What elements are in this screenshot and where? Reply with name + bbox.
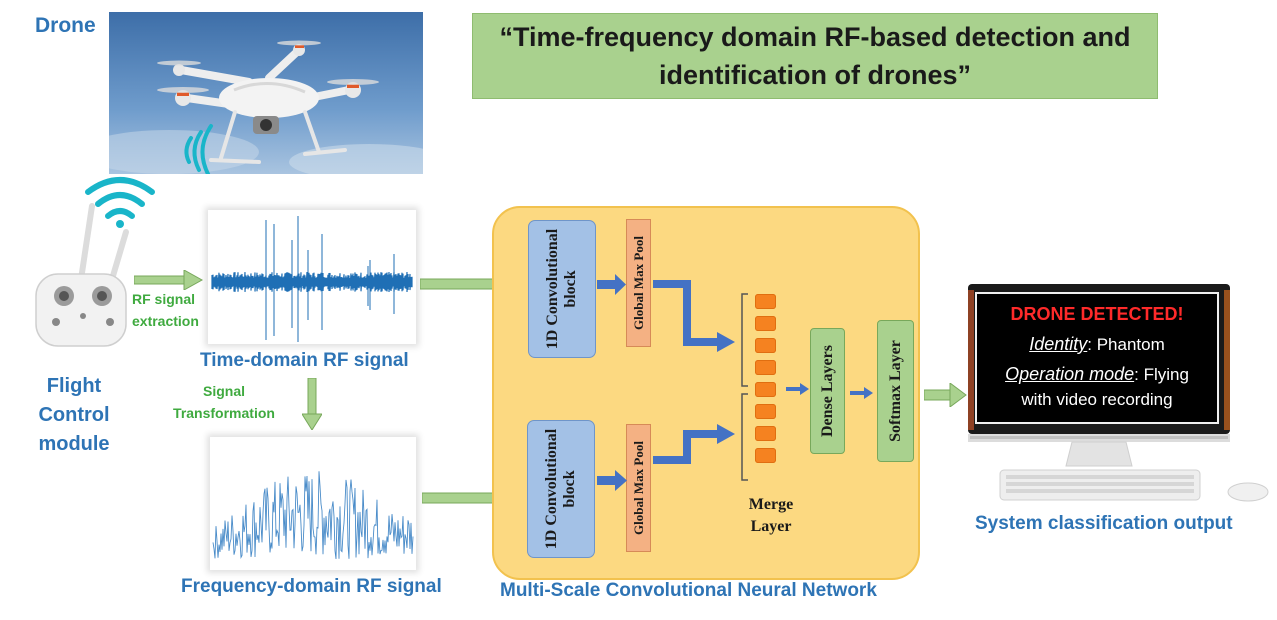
merge-layer-label: Merge Layer	[748, 496, 794, 535]
signal-transformation-arrow	[302, 378, 322, 430]
flight-control-label: Flight Control module	[38, 375, 110, 455]
wifi-icon	[85, 177, 155, 219]
identity-value: : Phantom	[1087, 335, 1165, 354]
operation-mode-value-2: with video recording	[1021, 390, 1173, 409]
conv-block-bottom-label: 1D Convolutional block	[543, 428, 578, 550]
operation-mode-line: Operation mode: Flying	[977, 364, 1217, 385]
nn-flow-arrows	[597, 274, 735, 464]
merge-unit	[755, 338, 776, 353]
dense-to-softmax-arrow	[850, 387, 873, 399]
operation-mode-label: Operation mode	[1005, 364, 1135, 384]
merge-units	[755, 294, 776, 463]
merge-unit	[755, 448, 776, 463]
frequency-domain-frame	[210, 437, 416, 570]
global-max-pool-top: Global Max Pool	[626, 219, 651, 347]
drone-label: Drone	[35, 14, 96, 37]
softmax-layer-block: Softmax Layer	[877, 320, 914, 462]
rf-extraction-arrow	[134, 270, 204, 290]
signal-transformation-label: Signal Transformation	[173, 383, 275, 421]
merge-to-dense-arrow	[786, 383, 809, 395]
merge-unit	[755, 294, 776, 309]
conv-block-bottom: 1D Convolutional block	[527, 420, 595, 558]
drone-wifi-icon	[184, 124, 213, 174]
system-output-label: System classification output	[975, 513, 1233, 534]
conv-to-pool-bottom-arrow	[597, 470, 627, 491]
remote-controller-image	[35, 177, 155, 347]
rf-extraction-label: RF signal extraction	[132, 291, 199, 329]
conv-block-top: 1D Convolutional block	[528, 220, 596, 358]
dense-layers-block: Dense Layers	[810, 328, 845, 454]
frequency-signal-trace	[212, 471, 414, 560]
frequency-domain-signal-plot	[212, 471, 414, 560]
time-domain-label: Time-domain RF signal	[200, 350, 409, 371]
nn-to-output-arrow	[924, 383, 967, 407]
time-domain-signal-plot	[211, 216, 413, 342]
merge-unit	[755, 360, 776, 375]
drone-photo	[109, 12, 423, 174]
merge-unit	[755, 426, 776, 441]
conv-block-top-label: 1D Convolutional block	[544, 228, 579, 350]
merge-bracket	[741, 293, 748, 481]
network-label: Multi-Scale Convolutional Neural Network	[500, 580, 877, 601]
softmax-layer-label: Softmax Layer	[886, 340, 904, 442]
dense-layers-label: Dense Layers	[818, 345, 836, 437]
merge-unit	[755, 382, 776, 397]
drone-detected-alert: DRONE DETECTED!	[1010, 304, 1184, 324]
frequency-domain-label: Frequency-domain RF signal	[181, 576, 442, 597]
monitor-screen: DRONE DETECTED! Identity: Phantom Operat…	[975, 292, 1219, 424]
identity-label: Identity	[1029, 334, 1088, 354]
title-box: “Time-frequency domain RF-based detectio…	[472, 13, 1158, 99]
global-max-pool-bottom: Global Max Pool	[626, 424, 651, 552]
merge-unit	[755, 404, 776, 419]
time-signal-trace	[211, 272, 413, 292]
operation-mode-value: : Flying	[1134, 365, 1189, 384]
diagram-title: “Time-frequency domain RF-based detectio…	[499, 22, 1131, 90]
merge-unit	[755, 316, 776, 331]
identity-line: Identity: Phantom	[977, 334, 1217, 355]
